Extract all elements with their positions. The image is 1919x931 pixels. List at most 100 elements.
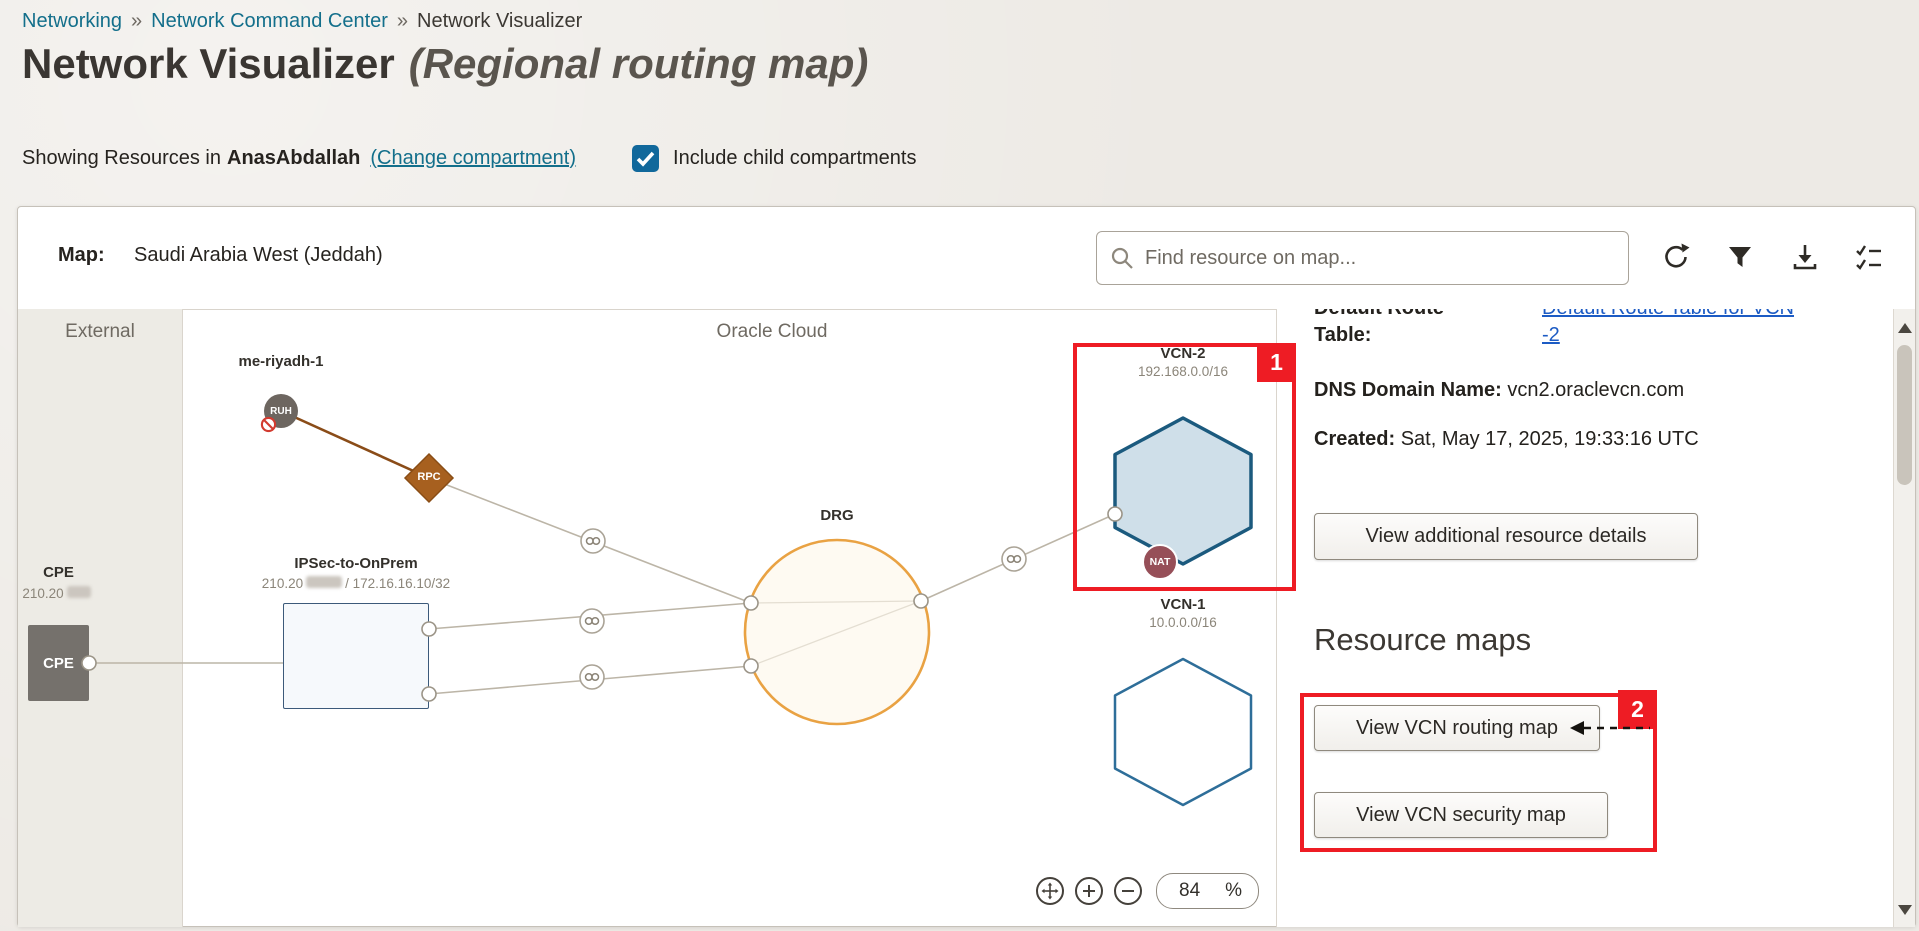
route-table-row: Default Route Table: Default Route Table…: [1314, 309, 1853, 349]
details-scrollbar[interactable]: [1893, 309, 1915, 927]
link-icon: [579, 608, 605, 634]
filter-button[interactable]: [1722, 240, 1758, 276]
resource-details-panel: Default Route Table: Default Route Table…: [1276, 309, 1893, 927]
breadcrumb-link-network-command-center[interactable]: Network Command Center: [151, 10, 388, 32]
oracle-cloud-label: Oracle Cloud: [716, 321, 828, 342]
scroll-down-arrow[interactable]: [1898, 905, 1912, 915]
ruh-node[interactable]: RUH: [260, 394, 298, 433]
ruh-node-label: me-riyadh-1: [238, 353, 324, 370]
cpe-box[interactable]: CPE: [28, 625, 89, 701]
breadcrumb-separator: »: [131, 10, 143, 32]
vcn1-title: VCN-1: [1160, 596, 1206, 613]
ipsec-ip-suffix: / 172.16.16.10/32: [345, 576, 451, 591]
checkmark-icon: [636, 151, 655, 167]
vcn2-cidr: 192.168.0.0/16: [1137, 364, 1229, 379]
connection-ports: [81, 506, 1123, 702]
zoom-out-button[interactable]: [1114, 877, 1142, 905]
created-row: Created: Sat, May 17, 2025, 19:33:16 UTC: [1314, 426, 1853, 453]
minus-icon: [1122, 890, 1134, 892]
ruh-badge-text: RUH: [270, 405, 292, 417]
page-subtitle: (Regional routing map): [408, 40, 869, 87]
vcn1-cidr: 10.0.0.0/16: [1149, 615, 1217, 630]
rpc-node-label: RPC: [417, 471, 441, 483]
external-region: [18, 309, 183, 927]
include-child-compartments-label: Include child compartments: [673, 146, 917, 169]
include-child-compartments-checkbox[interactable]: [632, 144, 660, 172]
panel-body: External Oracle Cloud CPE: [18, 309, 1915, 927]
compartment-row: Showing Resources in AnasAbdallah (Chang…: [22, 143, 916, 173]
connection-lines: [89, 477, 1116, 695]
view-additional-details-button[interactable]: View additional resource details: [1314, 513, 1698, 560]
compartment-prefix: Showing Resources in: [22, 146, 221, 169]
route-table-link-line1: Default Route Table for VCN: [1542, 309, 1794, 322]
annotation-badge-2: 2: [1618, 690, 1657, 729]
route-table-link-line2: -2: [1542, 324, 1560, 346]
rpc-peering-line: [280, 409, 430, 480]
breadcrumb: Networking » Network Command Center » Ne…: [22, 10, 582, 33]
cpe-ip-prefix: 210.20: [22, 586, 64, 601]
cpe-title: CPE: [43, 564, 74, 581]
cpe-box-label: CPE: [43, 654, 74, 672]
route-table-label: Default Route Table:: [1314, 309, 1542, 349]
breadcrumb-separator: »: [396, 10, 409, 32]
annotation-badge-1: 1: [1257, 343, 1296, 382]
breadcrumb-current: Network Visualizer: [417, 10, 583, 32]
zoom-level-box[interactable]: 84 %: [1156, 873, 1259, 909]
external-region-label: External: [65, 321, 135, 342]
map-search: [1096, 231, 1629, 285]
route-table-label-line1: Default Route: [1314, 309, 1542, 322]
zoom-in-button[interactable]: [1075, 877, 1103, 905]
route-table-label-line2: Table:: [1314, 324, 1372, 346]
download-icon: [1793, 245, 1817, 270]
vcn2-title: VCN-2: [1160, 345, 1206, 362]
dns-row: DNS Domain Name: vcn2.oraclevcn.com: [1314, 377, 1853, 404]
drg-label: DRG: [820, 507, 854, 524]
filter-icon: [1729, 247, 1751, 267]
created-value: Sat, May 17, 2025, 19:33:16 UTC: [1400, 428, 1699, 450]
download-button[interactable]: [1787, 240, 1823, 276]
link-icon: [579, 664, 605, 690]
page-title-text: Network Visualizer: [22, 40, 395, 87]
redacted-text: [306, 576, 343, 588]
zoom-percent-label: %: [1225, 880, 1242, 901]
dns-label: DNS Domain Name:: [1314, 379, 1502, 401]
change-compartment-link[interactable]: (Change compartment): [370, 146, 577, 169]
annotation-box-1: 1: [1073, 343, 1296, 591]
prohibited-icon: [260, 416, 277, 433]
link-icon: [580, 528, 606, 554]
compartment-name: AnasAbdallah: [227, 146, 361, 169]
map-region-value: Saudi Arabia West (Jeddah): [134, 244, 383, 266]
scroll-thumb[interactable]: [1897, 345, 1912, 485]
cpe-subtitle: 210.20: [8, 586, 108, 601]
zoom-value: 84: [1179, 880, 1201, 901]
panel-header: Map: Saudi Arabia West (Jeddah): [18, 207, 1915, 310]
checklist-icon: [1856, 245, 1881, 270]
plus-icon: [1083, 885, 1095, 897]
visualizer-panel: Map: Saudi Arabia West (Jeddah): [17, 206, 1916, 927]
ipsec-subtitle: 210.20 / 172.16.16.10/32: [246, 576, 466, 591]
search-input[interactable]: [1096, 231, 1629, 285]
pan-icon: [1041, 882, 1059, 900]
display-options-button[interactable]: [1851, 240, 1887, 276]
view-vcn-security-map-button[interactable]: View VCN security map: [1314, 792, 1608, 838]
ipsec-tunnel-box[interactable]: [283, 603, 429, 709]
drg-internal-lines: [750, 600, 922, 667]
link-icon: [1001, 546, 1027, 572]
route-table-link[interactable]: Default Route Table for VCN -2: [1542, 309, 1794, 349]
ipsec-title: IPSec-to-OnPrem: [294, 555, 418, 572]
vcn1-hexagon[interactable]: [1113, 657, 1253, 807]
view-vcn-routing-map-button[interactable]: View VCN routing map: [1314, 705, 1600, 751]
dns-value: vcn2.oraclevcn.com: [1507, 379, 1685, 401]
created-label: Created:: [1314, 428, 1396, 450]
ipsec-ip-prefix: 210.20: [261, 576, 304, 591]
refresh-icon: [1665, 243, 1690, 268]
map-label: Map:: [58, 244, 105, 266]
drg-node[interactable]: [743, 538, 931, 726]
resource-maps-title: Resource maps: [1314, 622, 1532, 657]
annotation-arrow: [1570, 721, 1650, 735]
scroll-up-arrow[interactable]: [1898, 323, 1912, 333]
breadcrumb-link-networking[interactable]: Networking: [22, 10, 123, 32]
page-title: Network Visualizer (Regional routing map): [22, 40, 868, 88]
pan-button[interactable]: [1036, 877, 1064, 905]
refresh-button[interactable]: [1658, 240, 1694, 276]
